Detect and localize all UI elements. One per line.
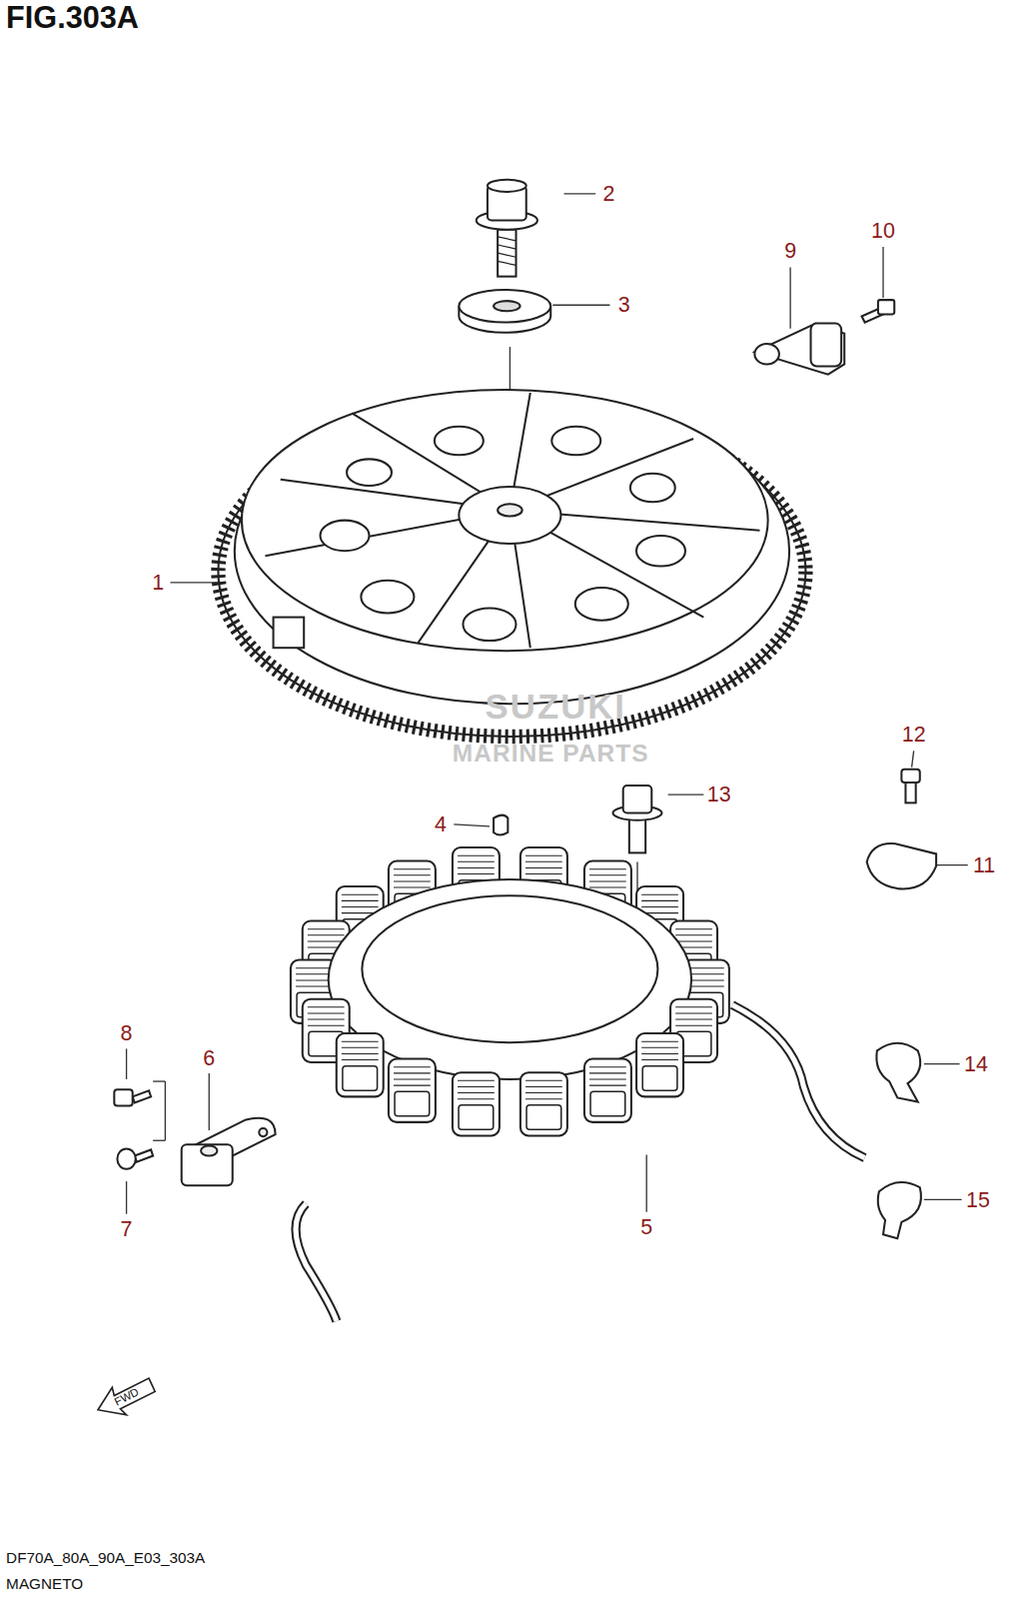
callout-number: 6	[202, 1044, 215, 1069]
callout-number: 8	[120, 1021, 133, 1045]
callout-number: 5	[640, 1214, 653, 1239]
stator-bolt	[613, 785, 663, 853]
leader-lines	[126, 193, 969, 1214]
flywheel	[217, 389, 806, 737]
washer	[458, 289, 551, 333]
callout-number: 1	[151, 570, 164, 595]
figure-caption: MAGNETO	[5, 1574, 83, 1592]
figure-title: FIG.303A	[5, 0, 139, 35]
watermark: MARINE PARTS	[452, 738, 650, 768]
key	[493, 815, 508, 836]
cable-clamp	[878, 1181, 922, 1238]
bolt	[901, 769, 920, 804]
callout-number: 14	[964, 1050, 989, 1075]
watermark: SUZUKI	[485, 687, 627, 728]
pulser-coil	[181, 1117, 337, 1321]
callout-number: 10	[871, 217, 896, 242]
callout-number: 9	[784, 238, 797, 263]
crank-sensor	[754, 323, 845, 375]
callout-number: 7	[120, 1216, 133, 1241]
cable-clamp	[867, 843, 937, 889]
forward-arrow	[97, 1377, 155, 1415]
callout-number: 11	[973, 852, 996, 877]
stator	[290, 847, 866, 1158]
callout-number: 15	[966, 1186, 991, 1211]
screw	[113, 1088, 153, 1169]
model-code: DF70A_80A_90A_E03_303A	[5, 1548, 205, 1566]
callout-number: 13	[707, 782, 732, 807]
callout-number: 2	[602, 181, 615, 206]
callout-number: 3	[618, 292, 631, 317]
bolt	[862, 299, 896, 322]
flywheel-bolt	[476, 179, 538, 277]
callout-number: 4	[434, 812, 447, 837]
callout-number: 12	[902, 722, 927, 747]
cable-clamp	[876, 1042, 921, 1102]
